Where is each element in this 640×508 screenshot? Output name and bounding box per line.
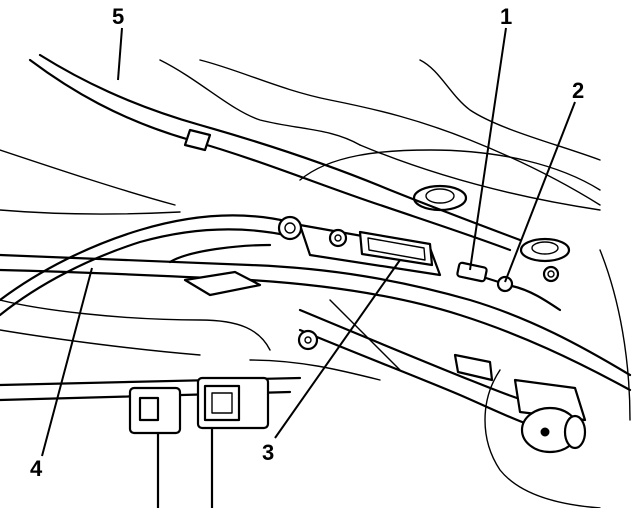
lower-rail — [298, 308, 587, 427]
callout-5: 5 — [112, 4, 124, 29]
leader-4 — [41, 267, 93, 457]
callout-labels: 1 2 3 4 5 — [30, 4, 584, 481]
frame-bolt — [297, 329, 319, 351]
leader-lines — [41, 27, 576, 457]
body-outline — [0, 59, 631, 508]
mounting-nut — [542, 265, 560, 283]
callout-1: 1 — [500, 4, 512, 29]
leader-2 — [504, 101, 576, 283]
lower-left-bracket — [0, 376, 302, 508]
callout-3: 3 — [262, 440, 274, 465]
rear-cable — [0, 214, 303, 317]
leader-3 — [274, 259, 401, 439]
cable-retaining-clip — [496, 275, 562, 312]
front-cable — [28, 53, 522, 252]
leader-1 — [469, 27, 507, 271]
callout-4: 4 — [30, 456, 43, 481]
frame-rail — [0, 243, 632, 392]
cable-bracket — [298, 223, 442, 277]
leader-5 — [117, 27, 123, 81]
axle-bushing — [520, 406, 587, 454]
mounting-grommet-upper — [412, 184, 468, 212]
callout-2: 2 — [572, 78, 584, 103]
mounting-grommet-lower — [519, 237, 571, 263]
cable-end-fitting — [456, 261, 507, 286]
